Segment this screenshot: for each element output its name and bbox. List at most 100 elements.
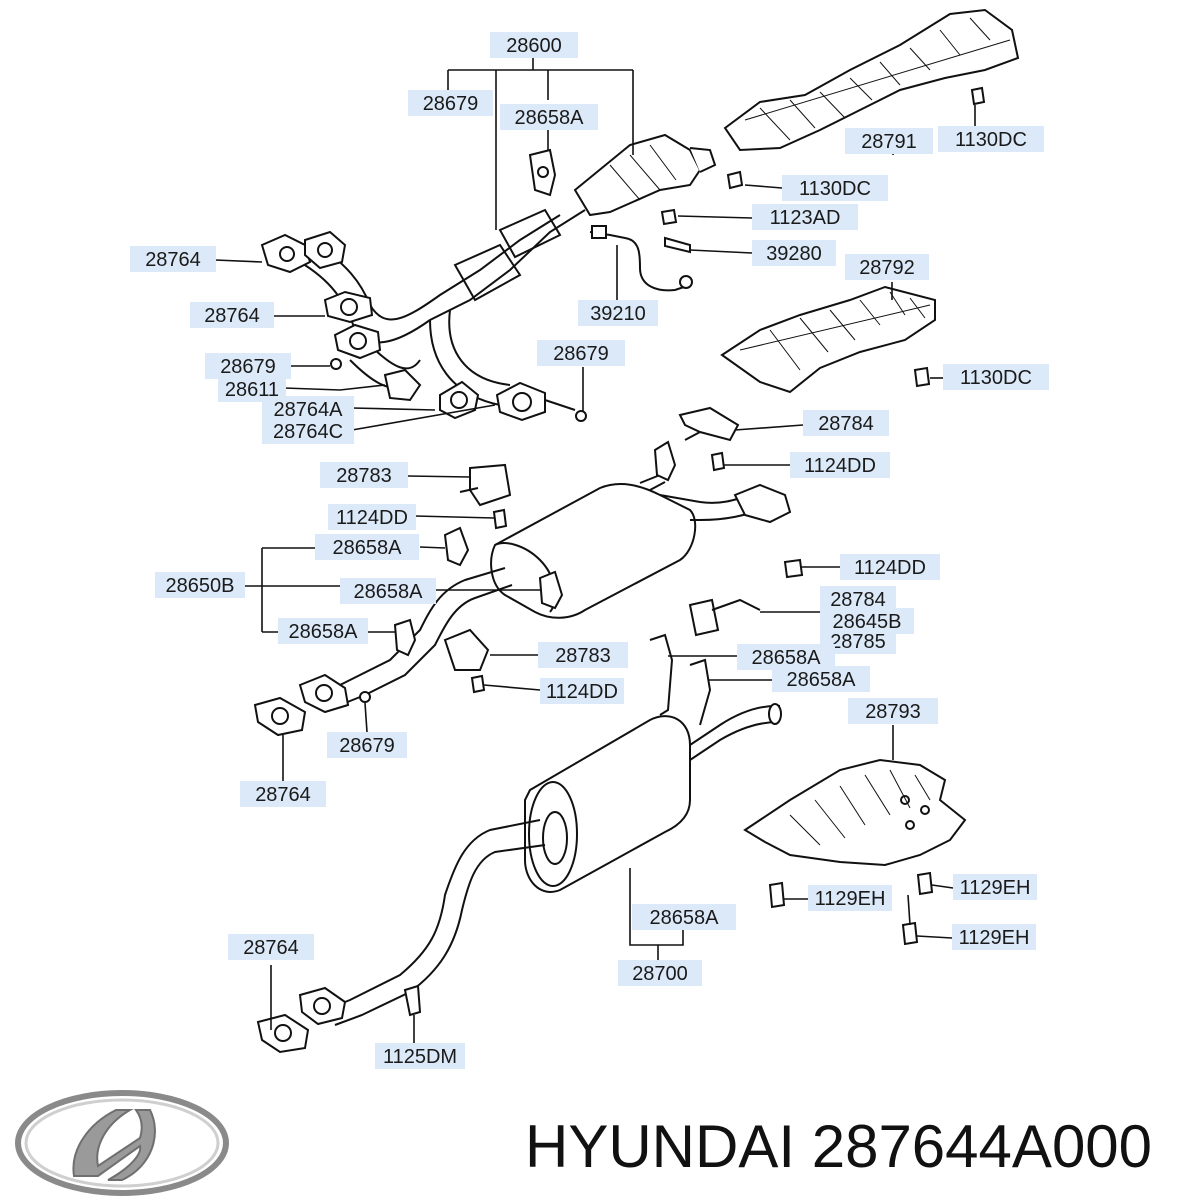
callout-background (327, 732, 407, 758)
callout-text: 28764 (243, 937, 299, 959)
callout-text: 1130DC (799, 178, 871, 200)
callout-text: 28784 (830, 589, 886, 611)
callout-text: 39280 (766, 243, 822, 265)
callout-39210: 39210 (578, 300, 658, 326)
bolts-upper (330, 86, 986, 422)
callout-text: 28658A (752, 647, 822, 669)
callout-text: 28783 (555, 645, 611, 667)
callout-text: 28792 (859, 257, 915, 279)
callout-28764: 28764 (240, 781, 326, 807)
callout-background (537, 340, 625, 366)
callout-text: 28785 (830, 631, 886, 653)
callout-28658a: 28658A (632, 904, 736, 930)
callout-text: 28658A (515, 107, 585, 129)
callout-28679: 28679 (537, 340, 625, 366)
callout-1130dc: 1130DC (943, 364, 1049, 390)
callout-text: 28658A (333, 537, 403, 559)
callout-28650b: 28650B (155, 572, 245, 598)
callout-1123ad: 1123AD (752, 204, 858, 230)
callout-text: 28658A (787, 669, 857, 691)
callout-text: 28764 (145, 249, 201, 271)
callout-28764a: 28764A (262, 396, 354, 422)
callout-28764: 28764 (190, 302, 274, 328)
callout-28658a: 28658A (737, 644, 835, 670)
callout-28783: 28783 (320, 462, 408, 488)
callout-text: 28764C (273, 421, 343, 443)
callout-background (632, 904, 736, 930)
callout-1129eh: 1129EH (953, 874, 1037, 900)
callout-background (578, 300, 658, 326)
bolts-lower (768, 871, 934, 946)
callout-background (262, 396, 354, 422)
callout-background (408, 90, 493, 116)
callout-text: 28764 (204, 305, 260, 327)
part-number: 287644A000 (811, 1113, 1153, 1180)
callout-text: 1129EH (959, 927, 1030, 949)
callout-text: 28791 (861, 131, 917, 153)
callout-28784: 28784 (803, 410, 889, 436)
callout-text: 1124DD (854, 557, 926, 579)
callout-28679: 28679 (408, 90, 493, 116)
brand-part-number: HYUNDAI 287644A000 (525, 1112, 1152, 1181)
callout-1125dm: 1125DM (375, 1043, 465, 1069)
callout-text: 1123AD (770, 207, 841, 229)
callout-text: 28645B (833, 611, 902, 633)
callout-39280: 39280 (752, 240, 836, 266)
callout-text: 28658A (289, 621, 359, 643)
part-number-callouts: 28600 28679 28658A 28791 1130DC 1130DC 1123AD 3… (130, 32, 1049, 1069)
callout-1129eh: 1129EH (808, 885, 892, 911)
callout-background (315, 534, 419, 560)
callout-background (845, 254, 929, 280)
callout-text: 28650B (166, 575, 235, 597)
heat-shield-28793 (743, 758, 967, 867)
callout-text: 28764A (274, 399, 344, 421)
callout-text: 1129EH (815, 888, 886, 910)
hanger-28658a-top (528, 148, 557, 197)
callout-text: 1124DD (546, 681, 618, 703)
callout-text: 28679 (220, 356, 276, 378)
heat-shield-28792 (720, 285, 936, 394)
callout-background (278, 618, 368, 644)
center-muffler (298, 440, 792, 714)
callout-background (540, 678, 624, 704)
callout-text: 1124DD (804, 455, 876, 477)
callout-text: 28784 (818, 413, 874, 435)
callout-1124dd: 1124DD (790, 452, 890, 478)
callout-28658a: 28658A (340, 578, 436, 604)
leader-lines (214, 56, 976, 1043)
callout-background (845, 128, 933, 154)
callout-text: 1130DC (955, 129, 1027, 151)
callout-text: 28764 (255, 784, 311, 806)
callout-text: 28611 (225, 379, 279, 401)
callout-text: 28679 (553, 343, 609, 365)
callout-28658a: 28658A (315, 534, 419, 560)
callout-background (500, 104, 598, 130)
callout-28679: 28679 (327, 732, 407, 758)
callout-28764: 28764 (130, 246, 216, 272)
callout-28700: 28700 (618, 960, 702, 986)
callout-28658a: 28658A (278, 618, 368, 644)
callout-28792: 28792 (845, 254, 929, 280)
callout-background (953, 874, 1037, 900)
callout-background (205, 353, 291, 379)
callout-28783: 28783 (538, 642, 628, 668)
hyundai-logo-icon (15, 1090, 229, 1196)
callout-background (490, 32, 578, 58)
oxygen-sensor (589, 225, 693, 292)
callout-background (190, 302, 274, 328)
callout-background (340, 578, 436, 604)
callout-background (320, 462, 408, 488)
callout-background (618, 960, 702, 986)
callout-text: 1124DD (336, 507, 408, 529)
callout-background (803, 410, 889, 436)
heat-shield-28791 (723, 8, 1020, 152)
callout-background (328, 504, 416, 530)
callout-28600: 28600 (490, 32, 578, 58)
callout-28679: 28679 (205, 353, 291, 379)
callout-background (375, 1043, 465, 1069)
callout-text: 28600 (506, 35, 562, 57)
callout-text: 1129EH (960, 877, 1031, 899)
callout-text: 28658A (354, 581, 424, 603)
callout-background (262, 418, 354, 444)
